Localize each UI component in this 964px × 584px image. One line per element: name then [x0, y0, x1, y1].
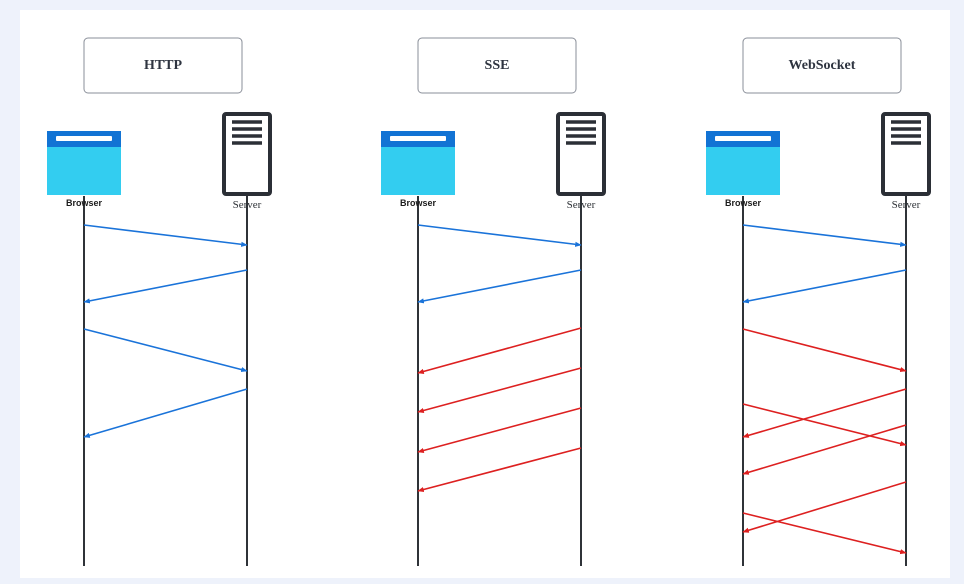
server-label: Server [233, 199, 262, 211]
message-arrow-to-browser [417, 327, 582, 374]
message-arrow-to-browser [742, 424, 907, 475]
panel-sse: SSE Browser Server [381, 37, 606, 566]
message-arrow-to-browser [83, 388, 248, 438]
message-arrow-to-browser [742, 481, 907, 533]
message-arrow-to-browser [417, 407, 582, 453]
panel-title-http: HTTP [144, 58, 183, 73]
message-arrow-to-browser [417, 367, 582, 413]
browser-label: Browser [66, 198, 103, 208]
server-rack-icon [881, 112, 931, 196]
message-arrow-to-browser [742, 388, 907, 438]
message-arrow-to-browser [742, 269, 907, 304]
browser-label: Browser [725, 198, 762, 208]
server-label: Server [892, 199, 921, 211]
message-arrow-to-server [742, 403, 907, 447]
panel-title-sse: SSE [485, 58, 510, 73]
server-rack-icon [222, 112, 272, 196]
browser-label: Browser [400, 198, 437, 208]
server-rack-icon [556, 112, 606, 196]
message-arrow-to-browser [417, 269, 582, 304]
title-box-sse [417, 37, 577, 94]
server-label: Server [567, 199, 596, 211]
message-arrow-to-server [742, 512, 907, 555]
message-arrow-to-server [742, 224, 907, 247]
message-arrow-to-server [83, 224, 248, 247]
title-box-websocket [742, 37, 902, 94]
message-arrow-to-server [417, 224, 582, 247]
browser-window-icon [47, 131, 121, 195]
message-arrow-to-server [83, 328, 248, 373]
message-arrow-to-browser [417, 447, 582, 493]
browser-window-icon [381, 131, 455, 195]
message-arrow-to-server [742, 328, 907, 373]
title-box-http [83, 37, 243, 94]
browser-window-icon [706, 131, 780, 195]
panel-http: HTTP Browser Server [47, 37, 272, 566]
message-arrow-to-browser [83, 269, 248, 304]
diagram-panel [20, 10, 950, 578]
panel-title-websocket: WebSocket [789, 58, 856, 73]
